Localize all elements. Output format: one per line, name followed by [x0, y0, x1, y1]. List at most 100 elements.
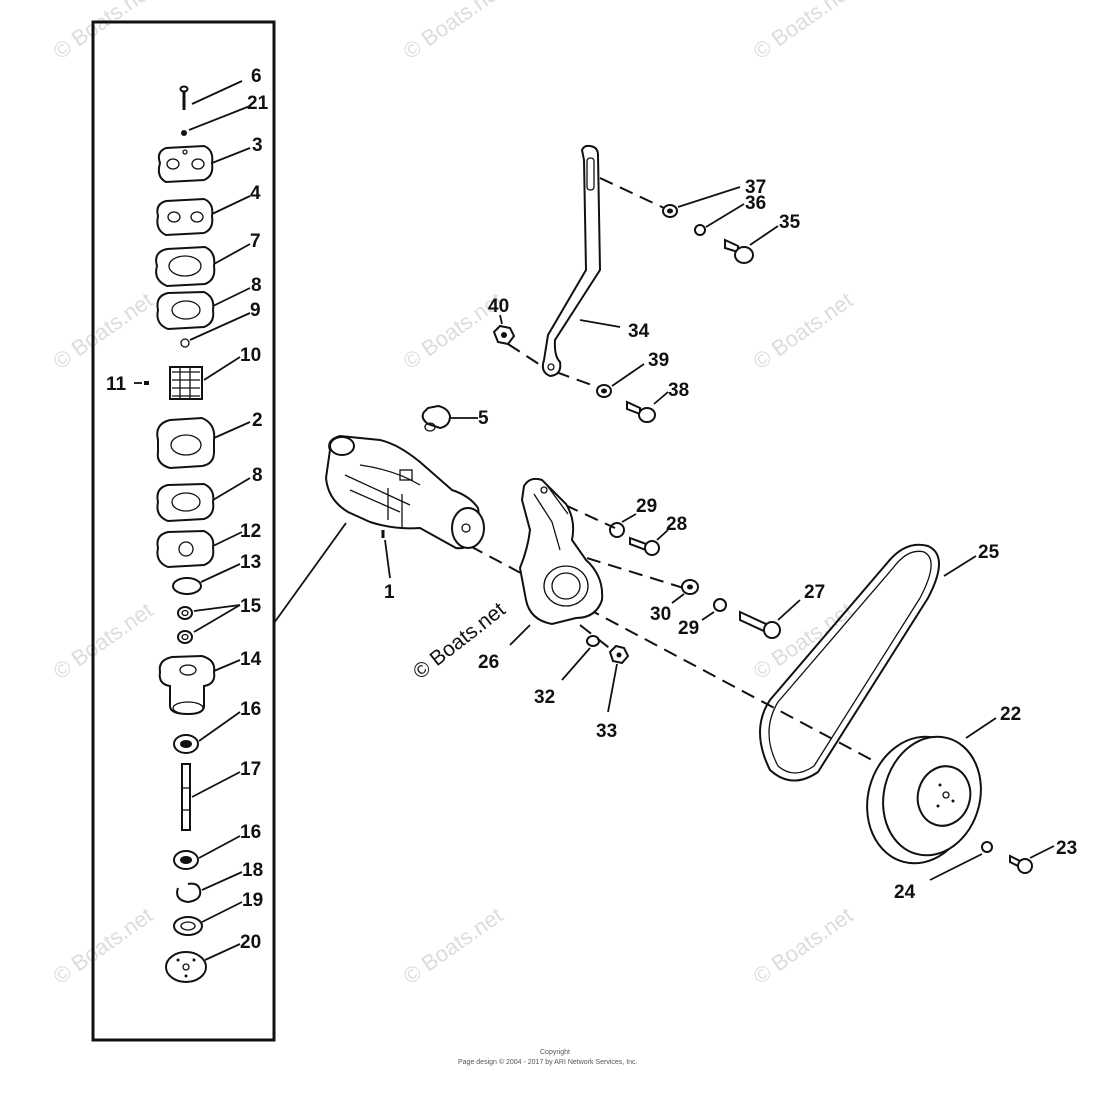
callout-25: 25 — [978, 542, 1000, 563]
part-14-bearing-housing — [158, 654, 216, 716]
footer-page-design: Page design © 2004 - 2017 by ARI Network… — [458, 1058, 638, 1066]
watermark: © Boats.net — [49, 287, 158, 374]
part-20-end-plate — [165, 951, 207, 983]
watermark: © Boats.net — [49, 597, 158, 684]
watermark: © Boats.net — [749, 287, 858, 374]
part-16-bearing-lower — [173, 850, 199, 870]
watermark: © Boats.net — [749, 0, 858, 64]
callout-37: 37 — [745, 177, 766, 198]
part-35-bolt — [724, 238, 754, 264]
callout-24: 24 — [894, 882, 916, 903]
left-leaders — [134, 80, 251, 961]
leader-35 — [749, 225, 779, 246]
leader-28 — [656, 529, 669, 541]
leader-30 — [671, 593, 685, 604]
callout-2: 2 — [252, 410, 263, 431]
arm-slot-line — [599, 177, 665, 209]
part-13-o-ring — [172, 577, 202, 595]
leader-36 — [705, 203, 745, 228]
part-33-nut — [608, 644, 630, 665]
callout-9: 9 — [250, 300, 261, 321]
part-34-adjusting-arm — [541, 144, 602, 378]
callout-3: 3 — [252, 135, 263, 156]
arm-foot-line — [507, 343, 549, 371]
part-30-washer — [681, 579, 699, 595]
callout-26: 26 — [478, 652, 499, 673]
part-9-key — [180, 338, 190, 348]
leader-23 — [1029, 845, 1055, 859]
bracket-bolt-line — [564, 504, 616, 529]
callout-22: 22 — [1000, 704, 1021, 725]
callout-17: 17 — [240, 759, 261, 780]
callout-13: 13 — [240, 552, 261, 573]
part-15-seals — [177, 606, 193, 644]
part-38-bolt — [626, 400, 656, 423]
callout-18: 18 — [242, 860, 263, 881]
part-4-gasket — [156, 197, 214, 237]
part-23-bolt — [1009, 854, 1033, 874]
watermark: © Boats.net — [399, 0, 508, 64]
part-1-pump-assembly — [324, 434, 485, 550]
callout-12: 12 — [240, 521, 261, 542]
bracket-foot-line — [579, 624, 613, 651]
part-7-plate — [155, 245, 216, 288]
footer-copyright: Copyright — [540, 1049, 570, 1056]
callout-21: 21 — [247, 93, 269, 114]
part-2-housing — [156, 416, 216, 470]
part-12-wear-plate — [156, 529, 215, 569]
part-39-washer — [596, 384, 612, 398]
part-24-washer — [981, 841, 993, 853]
callout-8-lower: 8 — [252, 465, 263, 486]
callout-29-upper: 29 — [636, 496, 657, 517]
arm-hole-line — [555, 371, 601, 389]
part-40-nut — [492, 324, 516, 346]
frame-to-pump-leader — [273, 522, 347, 624]
callout-10: 10 — [240, 345, 261, 366]
leader-22 — [965, 717, 997, 739]
part-21-ball — [181, 130, 187, 136]
callout-33: 33 — [596, 721, 617, 742]
leader-40 — [499, 314, 503, 325]
callout-34: 34 — [628, 321, 650, 342]
part-18-snap-ring — [176, 882, 202, 904]
leader-37 — [677, 186, 741, 208]
leader-34 — [579, 319, 621, 328]
callout-14: 14 — [240, 649, 262, 670]
part-10-impeller — [169, 366, 203, 400]
callout-36: 36 — [745, 193, 766, 214]
callout-16-upper: 16 — [240, 699, 261, 720]
part-19-washer — [173, 916, 203, 936]
callout-30: 30 — [650, 604, 671, 625]
watermark: © Boats.net — [49, 0, 158, 64]
leader-27 — [777, 599, 801, 621]
callout-4: 4 — [250, 183, 261, 204]
part-8-gasket-upper — [156, 290, 215, 331]
part-29-washer-upper — [609, 522, 625, 538]
watermark: © Boats.net — [49, 902, 158, 989]
callout-20: 20 — [240, 932, 261, 953]
leader-25 — [943, 555, 977, 577]
leader-38 — [653, 391, 669, 405]
exploded-view-frame — [91, 20, 276, 1042]
part-22-pulley — [866, 735, 982, 865]
callout-11: 11 — [106, 374, 127, 395]
part-37-washer — [662, 204, 678, 218]
part-8-gasket-lower — [156, 482, 215, 523]
callout-27: 27 — [804, 582, 825, 603]
part-25-belt — [759, 543, 940, 782]
leader-26 — [509, 624, 531, 646]
leader-24 — [929, 853, 983, 881]
part-3-cover — [157, 144, 214, 184]
callout-23: 23 — [1056, 838, 1077, 859]
part-16-bearing-upper — [173, 734, 199, 754]
watermark: © Boats.net — [749, 597, 858, 684]
part-6-screw — [179, 85, 189, 110]
part-5-fitting — [421, 404, 452, 432]
callout-1: 1 — [384, 582, 395, 603]
callout-40: 40 — [488, 296, 509, 317]
leader-33 — [607, 663, 618, 713]
watermark: © Boats.net — [749, 902, 858, 989]
part-27-bolt — [739, 610, 781, 639]
leader-29-lower — [701, 611, 715, 621]
